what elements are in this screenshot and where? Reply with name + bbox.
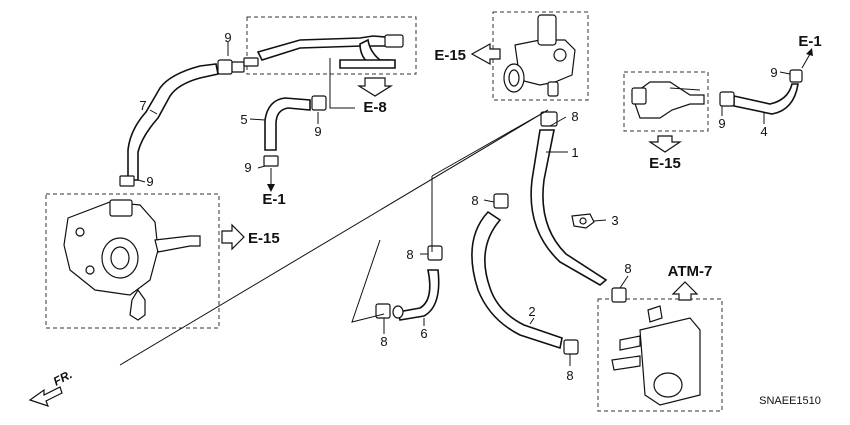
callout-3: 3 xyxy=(611,213,618,228)
ref-e1-right: E-1 xyxy=(798,33,821,50)
bypass-pipe-box xyxy=(623,71,709,132)
ref-e1-left: E-1 xyxy=(262,191,285,208)
leader-9d xyxy=(257,165,266,169)
ref-e15-left: E-15 xyxy=(248,230,280,247)
fr-arrow xyxy=(28,386,63,407)
callout-7: 7 xyxy=(139,98,146,113)
clamp-8-hose2-bottom xyxy=(563,339,579,355)
leader-2 xyxy=(529,317,535,325)
callout-8: 8 xyxy=(471,193,478,208)
callout-5: 5 xyxy=(240,112,247,127)
hose-7 xyxy=(127,63,219,181)
callout-4: 4 xyxy=(760,124,767,139)
pipe-group-box xyxy=(246,16,417,75)
clamp-8-hose1-top xyxy=(540,111,558,127)
clamp-8-hose1-bottom xyxy=(611,287,627,303)
hose-4 xyxy=(733,83,799,115)
leader-8b xyxy=(483,199,495,203)
hose-5 xyxy=(264,97,311,151)
callout-9: 9 xyxy=(718,116,725,131)
callout-9: 9 xyxy=(146,174,153,189)
arrow-e15-right xyxy=(648,135,682,153)
water-outlet-box xyxy=(45,193,220,329)
ref-e15-right: E-15 xyxy=(649,155,681,172)
callout-1: 1 xyxy=(571,145,578,160)
arrow-e15-top xyxy=(470,42,501,66)
callout-9: 9 xyxy=(314,124,321,139)
atf-cooler xyxy=(611,305,701,406)
clamp-9-hose4 xyxy=(719,91,735,107)
hose-6-end xyxy=(392,305,404,319)
callout-8: 8 xyxy=(380,334,387,349)
hose-6 xyxy=(397,269,440,321)
callout-9: 9 xyxy=(770,65,777,80)
clamp-9-hose4-top xyxy=(789,69,803,83)
clamp-9-hose5-bottom xyxy=(263,155,279,167)
ref-atm7: ATM-7 xyxy=(668,263,713,280)
leader-3 xyxy=(593,219,607,222)
leader-diag-long xyxy=(119,109,549,366)
clamp-9-top xyxy=(217,57,259,75)
hose-1 xyxy=(530,129,608,286)
arrow-head-e1-left xyxy=(267,184,275,192)
thermostat-housing xyxy=(503,14,576,97)
callout-8: 8 xyxy=(624,261,631,276)
oil-cooler-box xyxy=(597,298,723,412)
diagram-code: SNAEE1510 xyxy=(759,395,821,407)
callout-9: 9 xyxy=(224,30,231,45)
ref-e15-top: E-15 xyxy=(434,47,466,64)
hose-2 xyxy=(471,210,563,350)
arrow-e15-left xyxy=(221,223,245,251)
ref-e8: E-8 xyxy=(363,99,386,116)
clamp-9-hose5-top xyxy=(311,95,327,111)
arrow-atm7 xyxy=(671,281,699,301)
callout-8: 8 xyxy=(406,247,413,262)
clamp-9-lower xyxy=(119,175,135,187)
arrow-e8 xyxy=(356,77,394,97)
callout-9: 9 xyxy=(244,160,251,175)
leader-7 xyxy=(149,109,158,115)
clamp-8-hose2-top xyxy=(493,193,509,209)
clamp-8-hose6-left xyxy=(375,303,391,319)
callout-6: 6 xyxy=(420,326,427,341)
arrow-head-e1-right xyxy=(806,48,813,56)
arrow-line-e1-right xyxy=(801,53,811,69)
water-outlet xyxy=(63,199,201,321)
direction-label: FR. xyxy=(51,367,75,388)
leader-5 xyxy=(249,118,266,121)
water-pipe-assembly xyxy=(256,34,404,109)
leader-8a xyxy=(549,116,567,127)
leader-9b xyxy=(137,179,146,183)
callout-8: 8 xyxy=(571,109,578,124)
callout-2: 2 xyxy=(528,304,535,319)
clamp-3 xyxy=(571,213,595,229)
leader-6-bracket xyxy=(351,239,385,323)
clamp-8-hose6-top xyxy=(427,245,443,261)
bypass-pipe xyxy=(631,81,705,119)
leader-9f xyxy=(779,71,791,75)
leader-8f xyxy=(619,275,629,289)
callout-8: 8 xyxy=(566,368,573,383)
